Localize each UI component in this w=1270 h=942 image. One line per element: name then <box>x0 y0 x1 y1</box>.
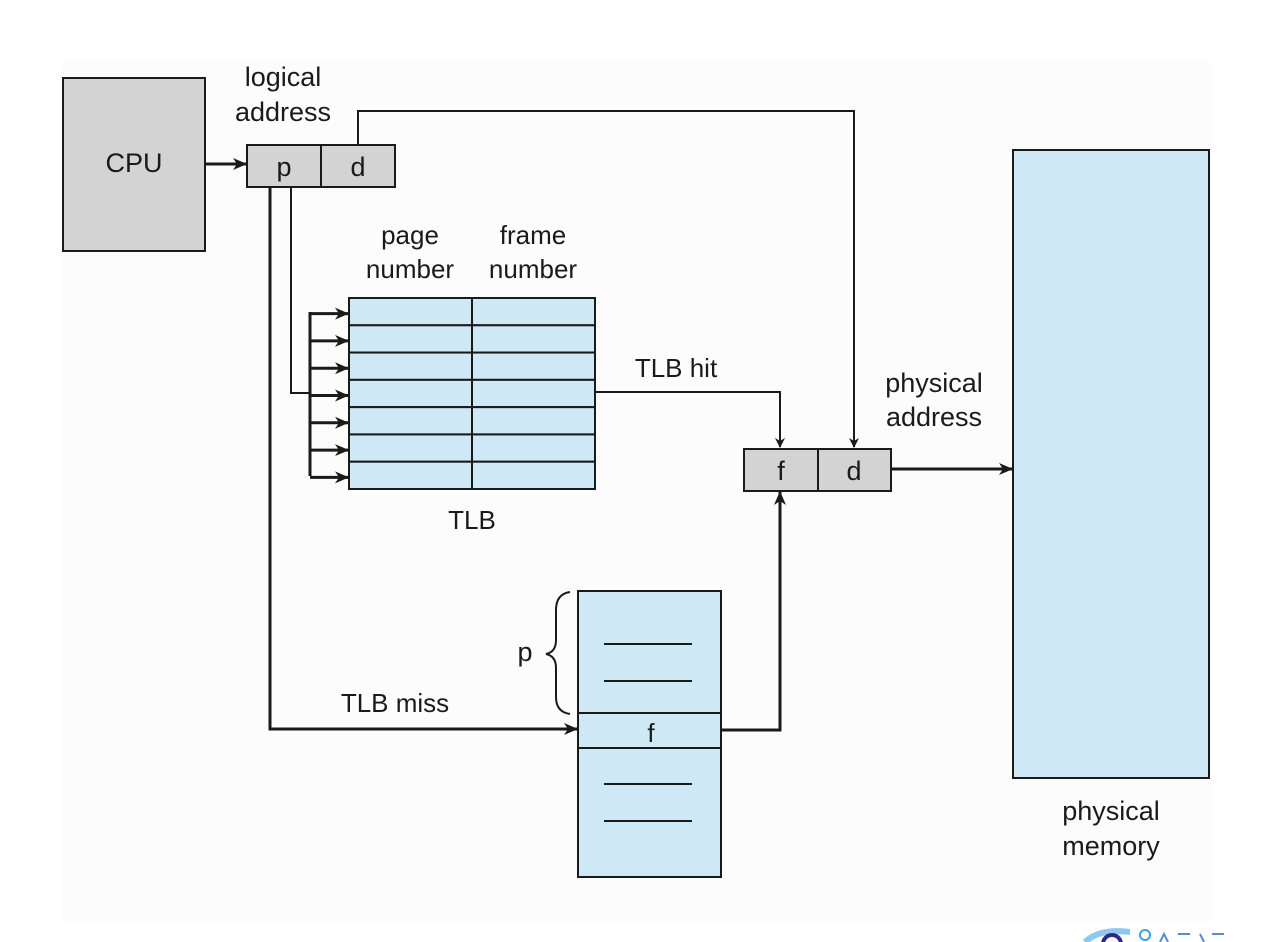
physical-field-d: d <box>846 456 861 486</box>
physical-memory-label-line2: memory <box>1062 831 1160 861</box>
tlb-header-frame-line2: number <box>489 254 577 284</box>
physical-address-register: f d <box>743 448 892 492</box>
physical-memory-label-line1: physical <box>1062 796 1160 826</box>
page-index-p: p <box>517 637 532 667</box>
tlb-header-page-line2: number <box>366 254 454 284</box>
physical-address-label-line1: physical <box>885 368 983 398</box>
page-index-brace <box>545 591 571 715</box>
page-table-entry-f: f <box>647 718 655 748</box>
logical-address-label-line2: address <box>235 97 331 127</box>
page-number-to-tlb-path <box>290 187 310 394</box>
page-table: f <box>577 590 722 878</box>
cpu-block: CPU <box>62 77 206 252</box>
offset-d-path <box>357 110 859 448</box>
logical-address-label-line1: logical <box>245 62 322 92</box>
physical-memory-block <box>1012 149 1210 779</box>
tlb-table <box>348 297 596 491</box>
logical-address-register: p d <box>246 144 396 188</box>
tlb-header-page-line1: page <box>381 220 439 250</box>
tlb-miss-label: TLB miss <box>341 688 449 718</box>
tlb-label: TLB <box>448 505 496 535</box>
tlb-miss-path <box>268 187 578 735</box>
logical-field-p: p <box>276 152 291 182</box>
logo-icon <box>1082 928 1224 942</box>
tlb-hit-path <box>595 391 785 448</box>
tlb-compare-arrows <box>310 307 349 484</box>
page-table-to-frame-path <box>721 491 786 732</box>
cpu-label: CPU <box>105 148 162 178</box>
physical-address-label-line2: address <box>886 402 982 432</box>
logical-field-d: d <box>350 152 365 182</box>
tlb-hit-label: TLB hit <box>635 353 718 383</box>
tlb-header-frame-line1: frame <box>500 220 566 250</box>
physical-field-f: f <box>777 456 785 486</box>
